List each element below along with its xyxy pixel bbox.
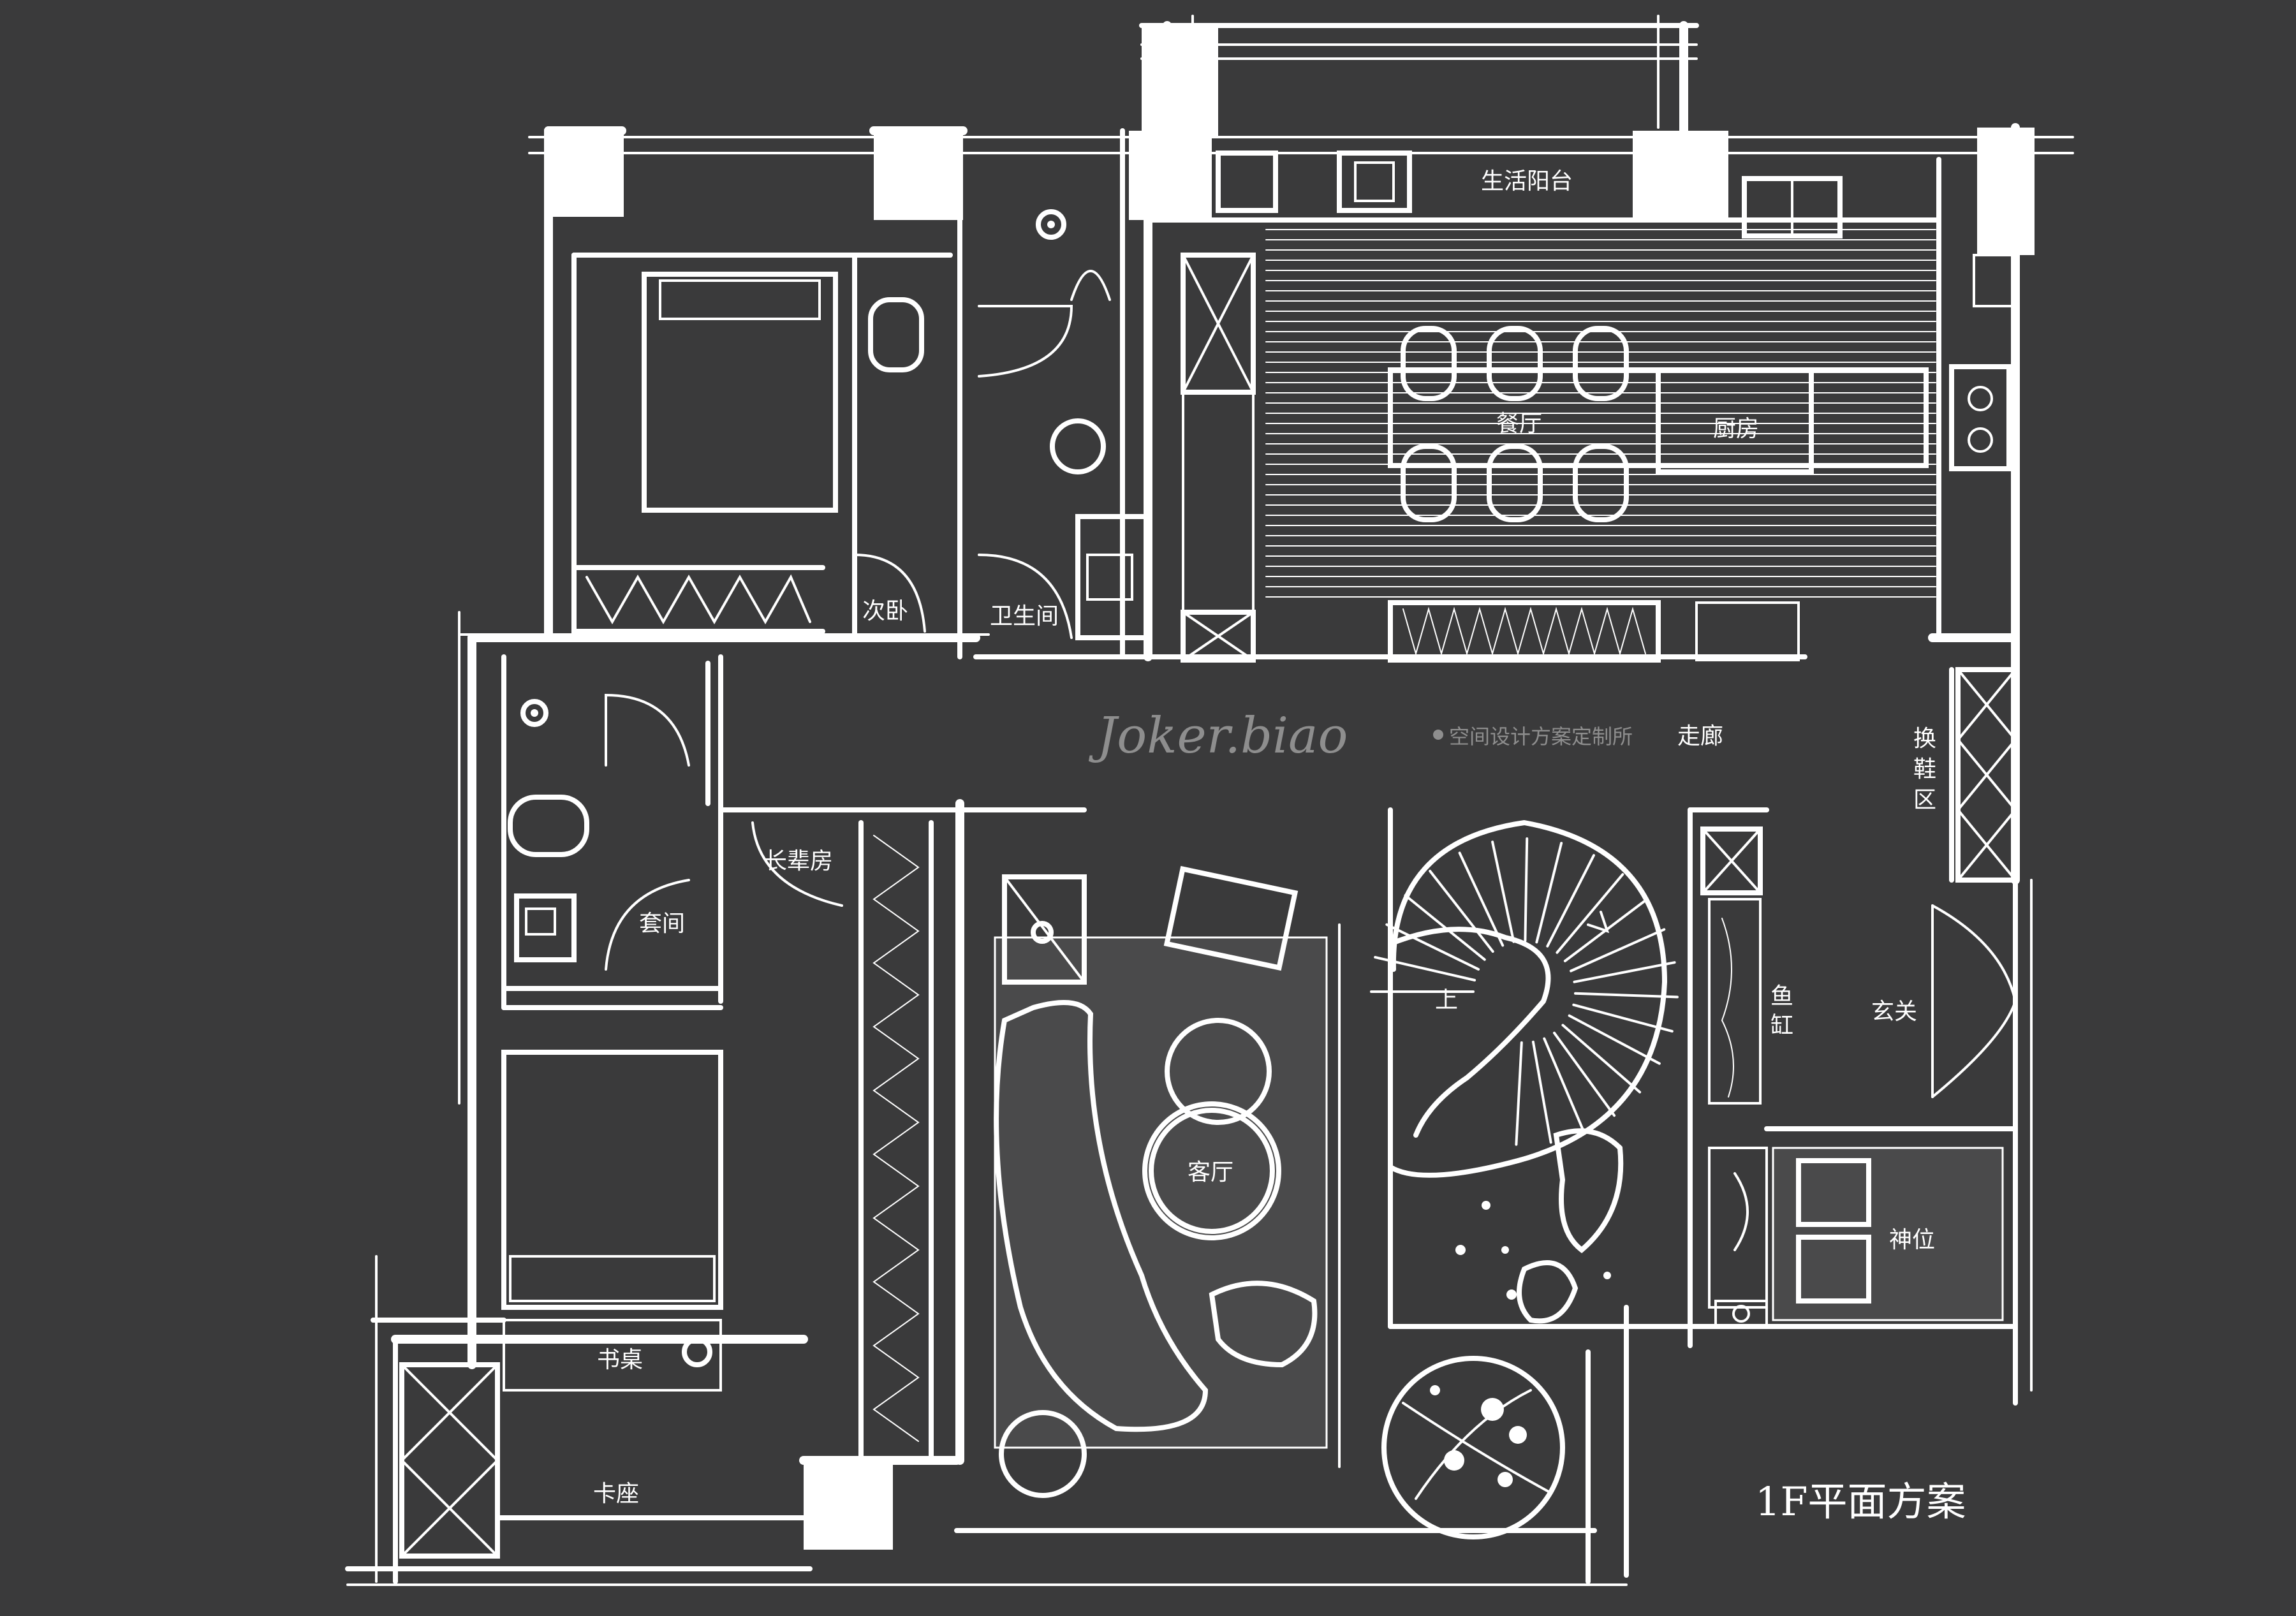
room-label-living-balcony: 生活阳台	[1481, 168, 1573, 195]
watermark-dot	[1433, 730, 1443, 740]
room-label-shoe-area-3: 区	[1913, 787, 1936, 813]
stair-tread	[1404, 894, 1486, 961]
stair-tread	[1515, 1041, 1523, 1146]
room-label-dining: 餐厅	[1496, 411, 1542, 437]
shrine	[1772, 1147, 2004, 1321]
watermark-slogan: 空间设计方案定制所	[1449, 724, 1633, 749]
room-label-shoe-area-1: 换	[1913, 726, 1936, 752]
stair-tread	[1385, 923, 1480, 971]
planter	[1381, 1356, 1565, 1539]
stair-up-mark: 上	[1435, 987, 1458, 1013]
stair-tread	[1561, 1024, 1642, 1094]
balcony-fixtures	[1216, 151, 1843, 239]
room-label-shrine: 神位	[1889, 1227, 1935, 1253]
booth	[399, 1362, 806, 1559]
stair-tread	[1374, 956, 1476, 981]
stair-tread	[1458, 851, 1505, 947]
stair-tread	[1429, 869, 1494, 953]
living-room	[994, 865, 1341, 1498]
room-label-corridor: 走廊	[1677, 723, 1723, 749]
room-label-entrance: 玄关	[1871, 999, 1917, 1025]
stair-tread	[1568, 1014, 1661, 1065]
room-label-desk: 书桌	[597, 1347, 643, 1373]
plan-title: 1F平面方案	[1755, 1478, 1966, 1525]
stair-tread	[1574, 992, 1679, 999]
stair-tread	[1531, 1040, 1552, 1144]
watermark-brand: Joker.biao	[1088, 707, 1348, 765]
stair-tread	[1570, 928, 1666, 973]
room-label-second-bedroom: 次卧	[862, 598, 908, 624]
stair-tread	[1543, 1037, 1586, 1134]
room-label-fish-tank-2: 缸	[1770, 1013, 1793, 1039]
bathroom-top	[978, 209, 1151, 640]
stair-tread	[1535, 842, 1563, 944]
stair-tread	[1524, 837, 1529, 942]
room-label-kitchen: 厨房	[1713, 416, 1759, 442]
room-label-living-room: 客厅	[1188, 1159, 1233, 1186]
stair-tread	[1553, 1031, 1616, 1117]
spiral-staircase: 上	[1370, 819, 1679, 1324]
exterior-walls	[345, 15, 2074, 1586]
stair-tread	[1546, 854, 1595, 948]
second-bedroom	[571, 253, 926, 640]
room-label-elder-room: 长辈房	[764, 848, 833, 874]
shoe-area	[1955, 667, 2018, 883]
room-label-bathroom: 卫生间	[990, 603, 1059, 629]
dining-kitchen	[1181, 229, 2013, 663]
room-label-suite: 套间	[639, 911, 685, 937]
stair-tread	[1572, 1003, 1674, 1033]
room-label-booth: 卡座	[593, 1481, 639, 1507]
room-label-fish-tank-1: 鱼	[1770, 983, 1793, 1010]
stair-tread	[1556, 873, 1624, 954]
stair-tread	[1573, 961, 1676, 983]
entrance-doors	[1931, 904, 2017, 1098]
room-label-shoe-area-2: 鞋	[1913, 756, 1936, 782]
stair-tread	[1491, 841, 1515, 943]
fish-tank	[1700, 826, 1768, 1328]
elder-room	[501, 661, 920, 1442]
